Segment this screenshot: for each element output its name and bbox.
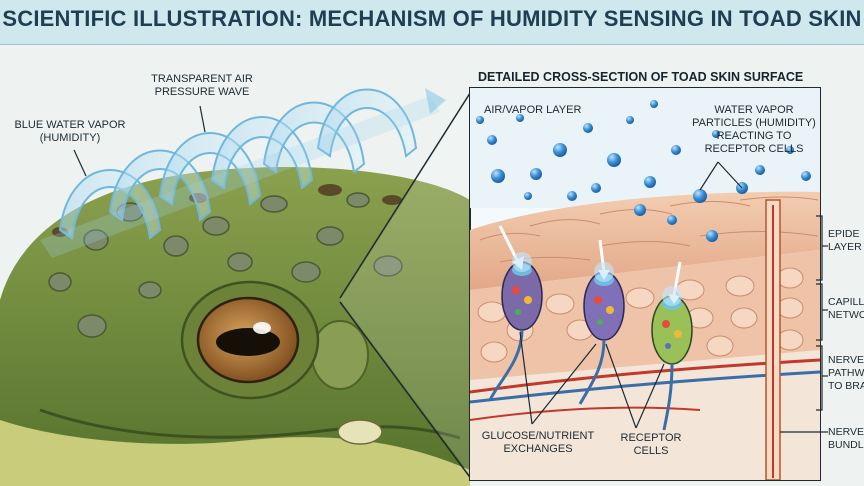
label-epidermis-line2: LAYER [828, 241, 862, 253]
label-water-particles-line2: PARTICLES (HUMIDITY) [692, 117, 816, 129]
label-glucose-line1: GLUCOSE/NUTRIENT [481, 430, 595, 442]
label-nerve-pathway: NERVE PATHW TO BRA [828, 354, 864, 393]
label-receptor-line1: RECEPTOR [620, 432, 682, 444]
label-receptor-line2: CELLS [633, 445, 669, 457]
label-capillary-line2: NETWO [828, 309, 864, 321]
label-glucose-line2: EXCHANGES [503, 443, 573, 455]
label-nerve-path-line3: TO BRA [828, 380, 864, 392]
label-air-vapor-layer: AIR/VAPOR LAYER [484, 104, 582, 116]
label-capillary-line1: CAPILL [828, 296, 864, 308]
label-nerve-path-line2: PATHW [828, 367, 864, 379]
label-nerve-bundle: NERVE BUNDL [828, 426, 864, 452]
label-blue-vapor-line1: BLUE WATER VAPOR [14, 119, 126, 131]
cross-section-title: DETAILED CROSS-SECTION OF TOAD SKIN SURF… [478, 70, 804, 84]
label-transparent-air-wave: TRANSPARENT AIR PRESSURE WAVE [143, 73, 261, 99]
label-water-particles-line3: REACTING TO [716, 130, 792, 142]
page-title: SCIENTIFIC ILLUSTRATION: MECHANISM OF HU… [2, 6, 862, 31]
air-pressure-waves [58, 88, 418, 240]
label-blue-water-vapor: BLUE WATER VAPOR (HUMIDITY) [10, 119, 130, 145]
label-nerve-bundle-line2: BUNDL [828, 439, 864, 451]
label-transparent-air-line2: PRESSURE WAVE [154, 86, 250, 98]
label-glucose-exchanges: GLUCOSE/NUTRIENT EXCHANGES [478, 430, 598, 456]
label-nerve-bundle-line1: NERVE [828, 426, 864, 438]
toad-figure [0, 167, 470, 486]
label-epidermis-line1: EPIDE [828, 228, 860, 240]
label-receptor-cells: RECEPTOR CELLS [606, 432, 696, 458]
label-capillary-network: CAPILL NETWO [828, 296, 864, 322]
label-water-particles-line4: RECEPTOR CELLS [704, 143, 804, 155]
label-nerve-path-line1: NERVE [828, 354, 864, 366]
label-blue-vapor-line2: (HUMIDITY) [39, 132, 101, 144]
label-transparent-air-line1: TRANSPARENT AIR [151, 73, 253, 85]
water-vapor-particles [476, 100, 811, 242]
title-bar [0, 0, 864, 45]
label-water-particles-line1: WATER VAPOR [714, 104, 794, 116]
label-epidermis-layer: EPIDE LAYER [828, 228, 862, 254]
label-water-vapor-particles: WATER VAPOR PARTICLES (HUMIDITY) REACTIN… [686, 104, 822, 156]
